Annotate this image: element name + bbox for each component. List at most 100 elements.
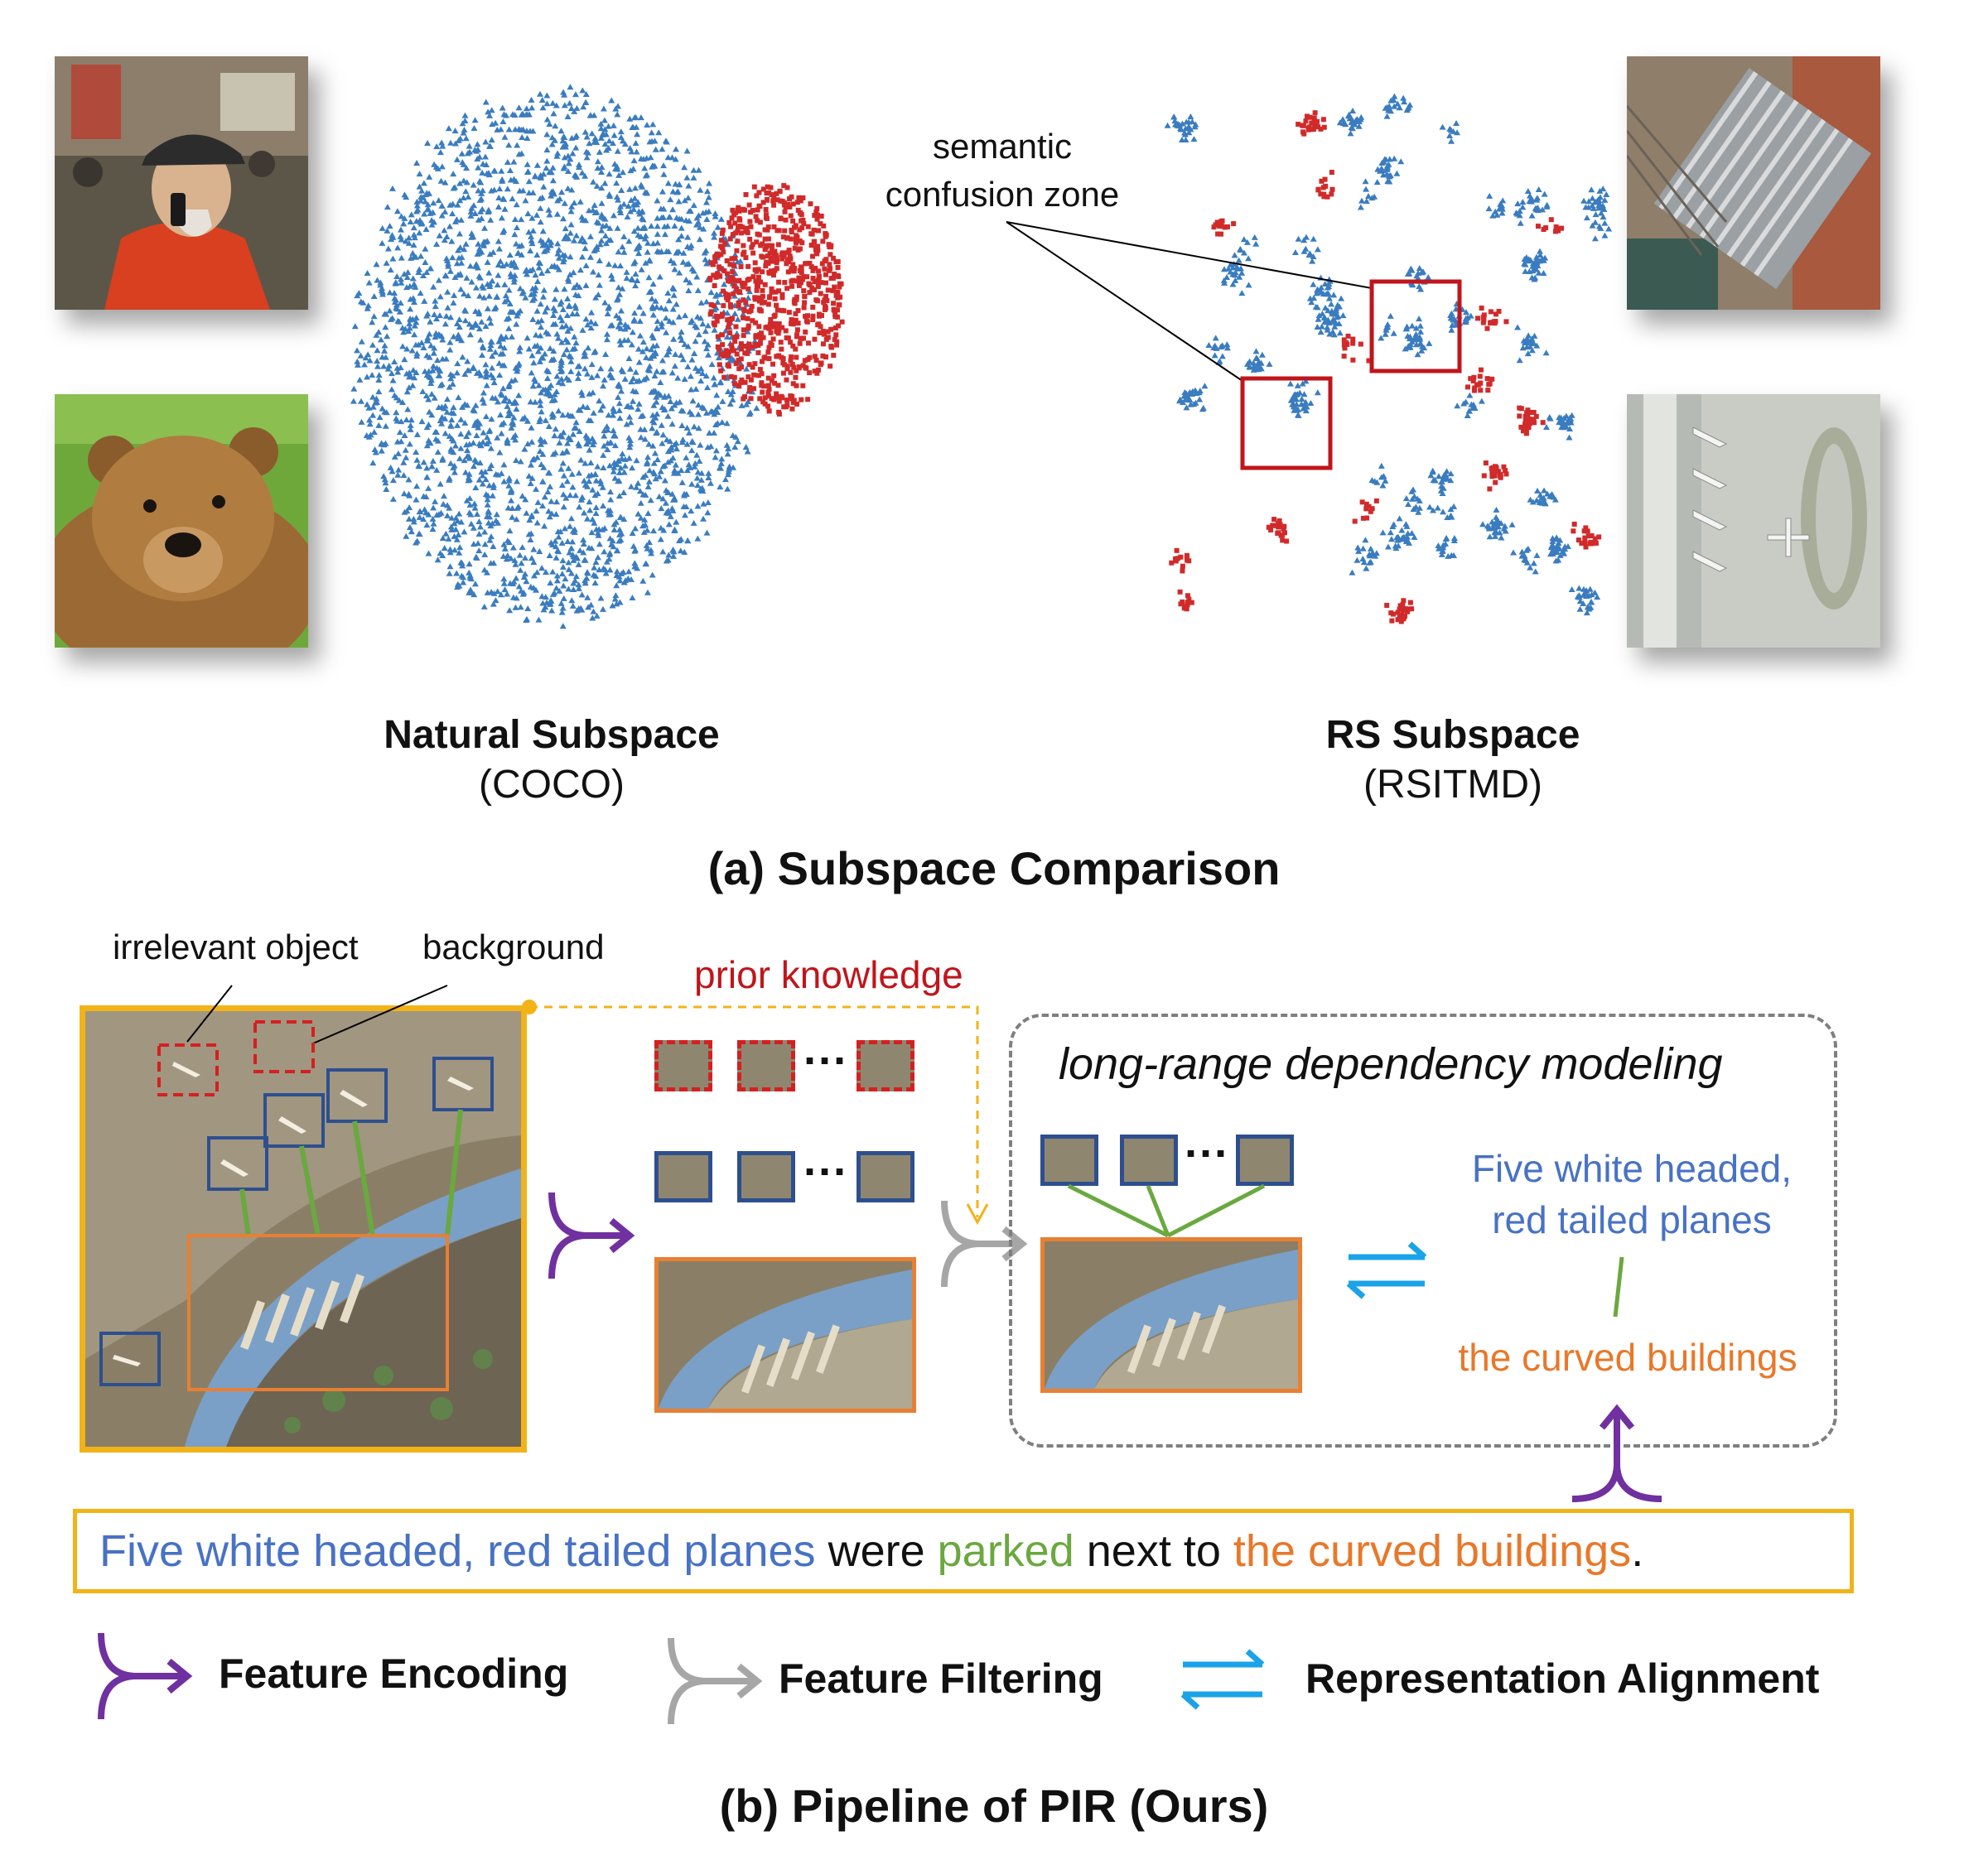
scatter-point — [491, 306, 499, 312]
scatter-point — [652, 414, 659, 421]
scatter-point — [589, 614, 596, 621]
scatter-point — [379, 291, 387, 297]
scatter-point — [542, 417, 549, 423]
scatter-point — [490, 542, 497, 549]
scatter-point — [490, 560, 498, 566]
scatter-point — [519, 134, 526, 141]
scatter-point — [470, 202, 478, 209]
scatter-point — [546, 483, 553, 489]
scatter-point — [402, 446, 409, 453]
scatter-point — [442, 415, 449, 422]
scatter-point — [508, 424, 515, 431]
scatter-point — [590, 409, 597, 416]
scatter-point — [561, 286, 568, 292]
scatter-point — [606, 224, 614, 231]
scatter-point — [389, 234, 397, 240]
scatter-point — [598, 185, 606, 191]
scatter-point — [672, 350, 679, 357]
scatter-point — [506, 580, 514, 586]
scatter-point — [620, 368, 627, 374]
scatter-point — [719, 398, 726, 404]
scatter-point — [616, 415, 624, 422]
scatter-point — [711, 411, 718, 417]
scatter-point — [454, 422, 461, 428]
scatter-point — [392, 280, 399, 287]
scatter-point — [501, 133, 509, 140]
scatter-point — [604, 426, 611, 433]
scatter-point — [667, 196, 674, 203]
scatter-point — [413, 202, 421, 209]
scatter-point — [506, 167, 514, 174]
scatter-point — [461, 127, 468, 133]
scatter-point — [668, 504, 676, 511]
scatter-point — [676, 181, 683, 188]
scatter-point — [579, 253, 586, 260]
scatter-point — [485, 508, 492, 514]
scatter-point — [422, 245, 429, 252]
scatter-point — [470, 439, 477, 446]
scatter-point — [581, 577, 589, 584]
scatter-point — [559, 306, 567, 312]
scatter-point — [374, 363, 382, 369]
rs-subspace-subtitle: (RSITMD) — [1363, 763, 1542, 807]
scatter-point — [637, 434, 644, 441]
scatter-point — [403, 417, 410, 423]
scatter-point — [616, 337, 624, 344]
scatter-point — [495, 195, 503, 201]
scatter-point — [411, 374, 418, 381]
scatter-point — [660, 162, 668, 169]
scatter-point — [456, 197, 464, 204]
scatter-point — [382, 354, 389, 360]
scatter-point — [563, 448, 571, 455]
scatter-point — [451, 547, 458, 553]
scatter-point — [401, 214, 408, 221]
scatter-point — [660, 407, 668, 413]
scatter-point — [470, 181, 477, 188]
scatter-point — [471, 321, 479, 328]
scatter-point — [620, 469, 628, 475]
scatter-point — [672, 156, 679, 162]
pipeline-caption: (b) Pipeline of PIR (Ours) — [719, 1780, 1269, 1832]
scatter-point — [537, 398, 544, 404]
scatter-point — [435, 277, 442, 283]
scatter-point — [560, 472, 567, 479]
scatter-point — [555, 378, 562, 385]
scatter-point — [411, 331, 418, 338]
scatter-point — [393, 415, 400, 422]
scatter-point — [466, 142, 473, 149]
scatter-point — [464, 447, 471, 454]
scatter-point — [365, 404, 373, 411]
scatter-point — [450, 437, 457, 444]
scatter-point — [513, 456, 520, 463]
scatter-point — [398, 418, 405, 425]
scatter-point — [613, 571, 620, 578]
scatter-point — [360, 361, 368, 368]
scatter-point — [668, 405, 675, 412]
scatter-point — [549, 99, 557, 106]
scatter-point — [726, 465, 733, 472]
scatter-point — [740, 311, 747, 317]
scatter-point — [537, 205, 544, 211]
scatter-point — [543, 92, 551, 99]
scatter-point — [399, 343, 407, 349]
scatter-point — [561, 256, 568, 263]
scatter-point — [658, 248, 665, 255]
scatter-point — [580, 549, 587, 556]
scatter-point — [403, 532, 410, 539]
scatter-point — [447, 422, 455, 429]
scatter-point — [634, 277, 641, 283]
scatter-point — [566, 352, 573, 359]
scatter-point — [564, 113, 572, 120]
scatter-point — [475, 245, 483, 252]
scatter-point — [558, 367, 566, 373]
scatter-point — [467, 511, 475, 518]
scatter-point — [411, 322, 418, 329]
scatter-point — [548, 134, 556, 141]
scatter-point — [581, 556, 589, 563]
scatter-point — [544, 489, 552, 495]
scatter-point — [685, 182, 692, 189]
scatter-point — [409, 382, 417, 388]
scatter-point — [673, 301, 680, 307]
scatter-point — [583, 441, 591, 447]
scatter-point — [596, 257, 603, 263]
